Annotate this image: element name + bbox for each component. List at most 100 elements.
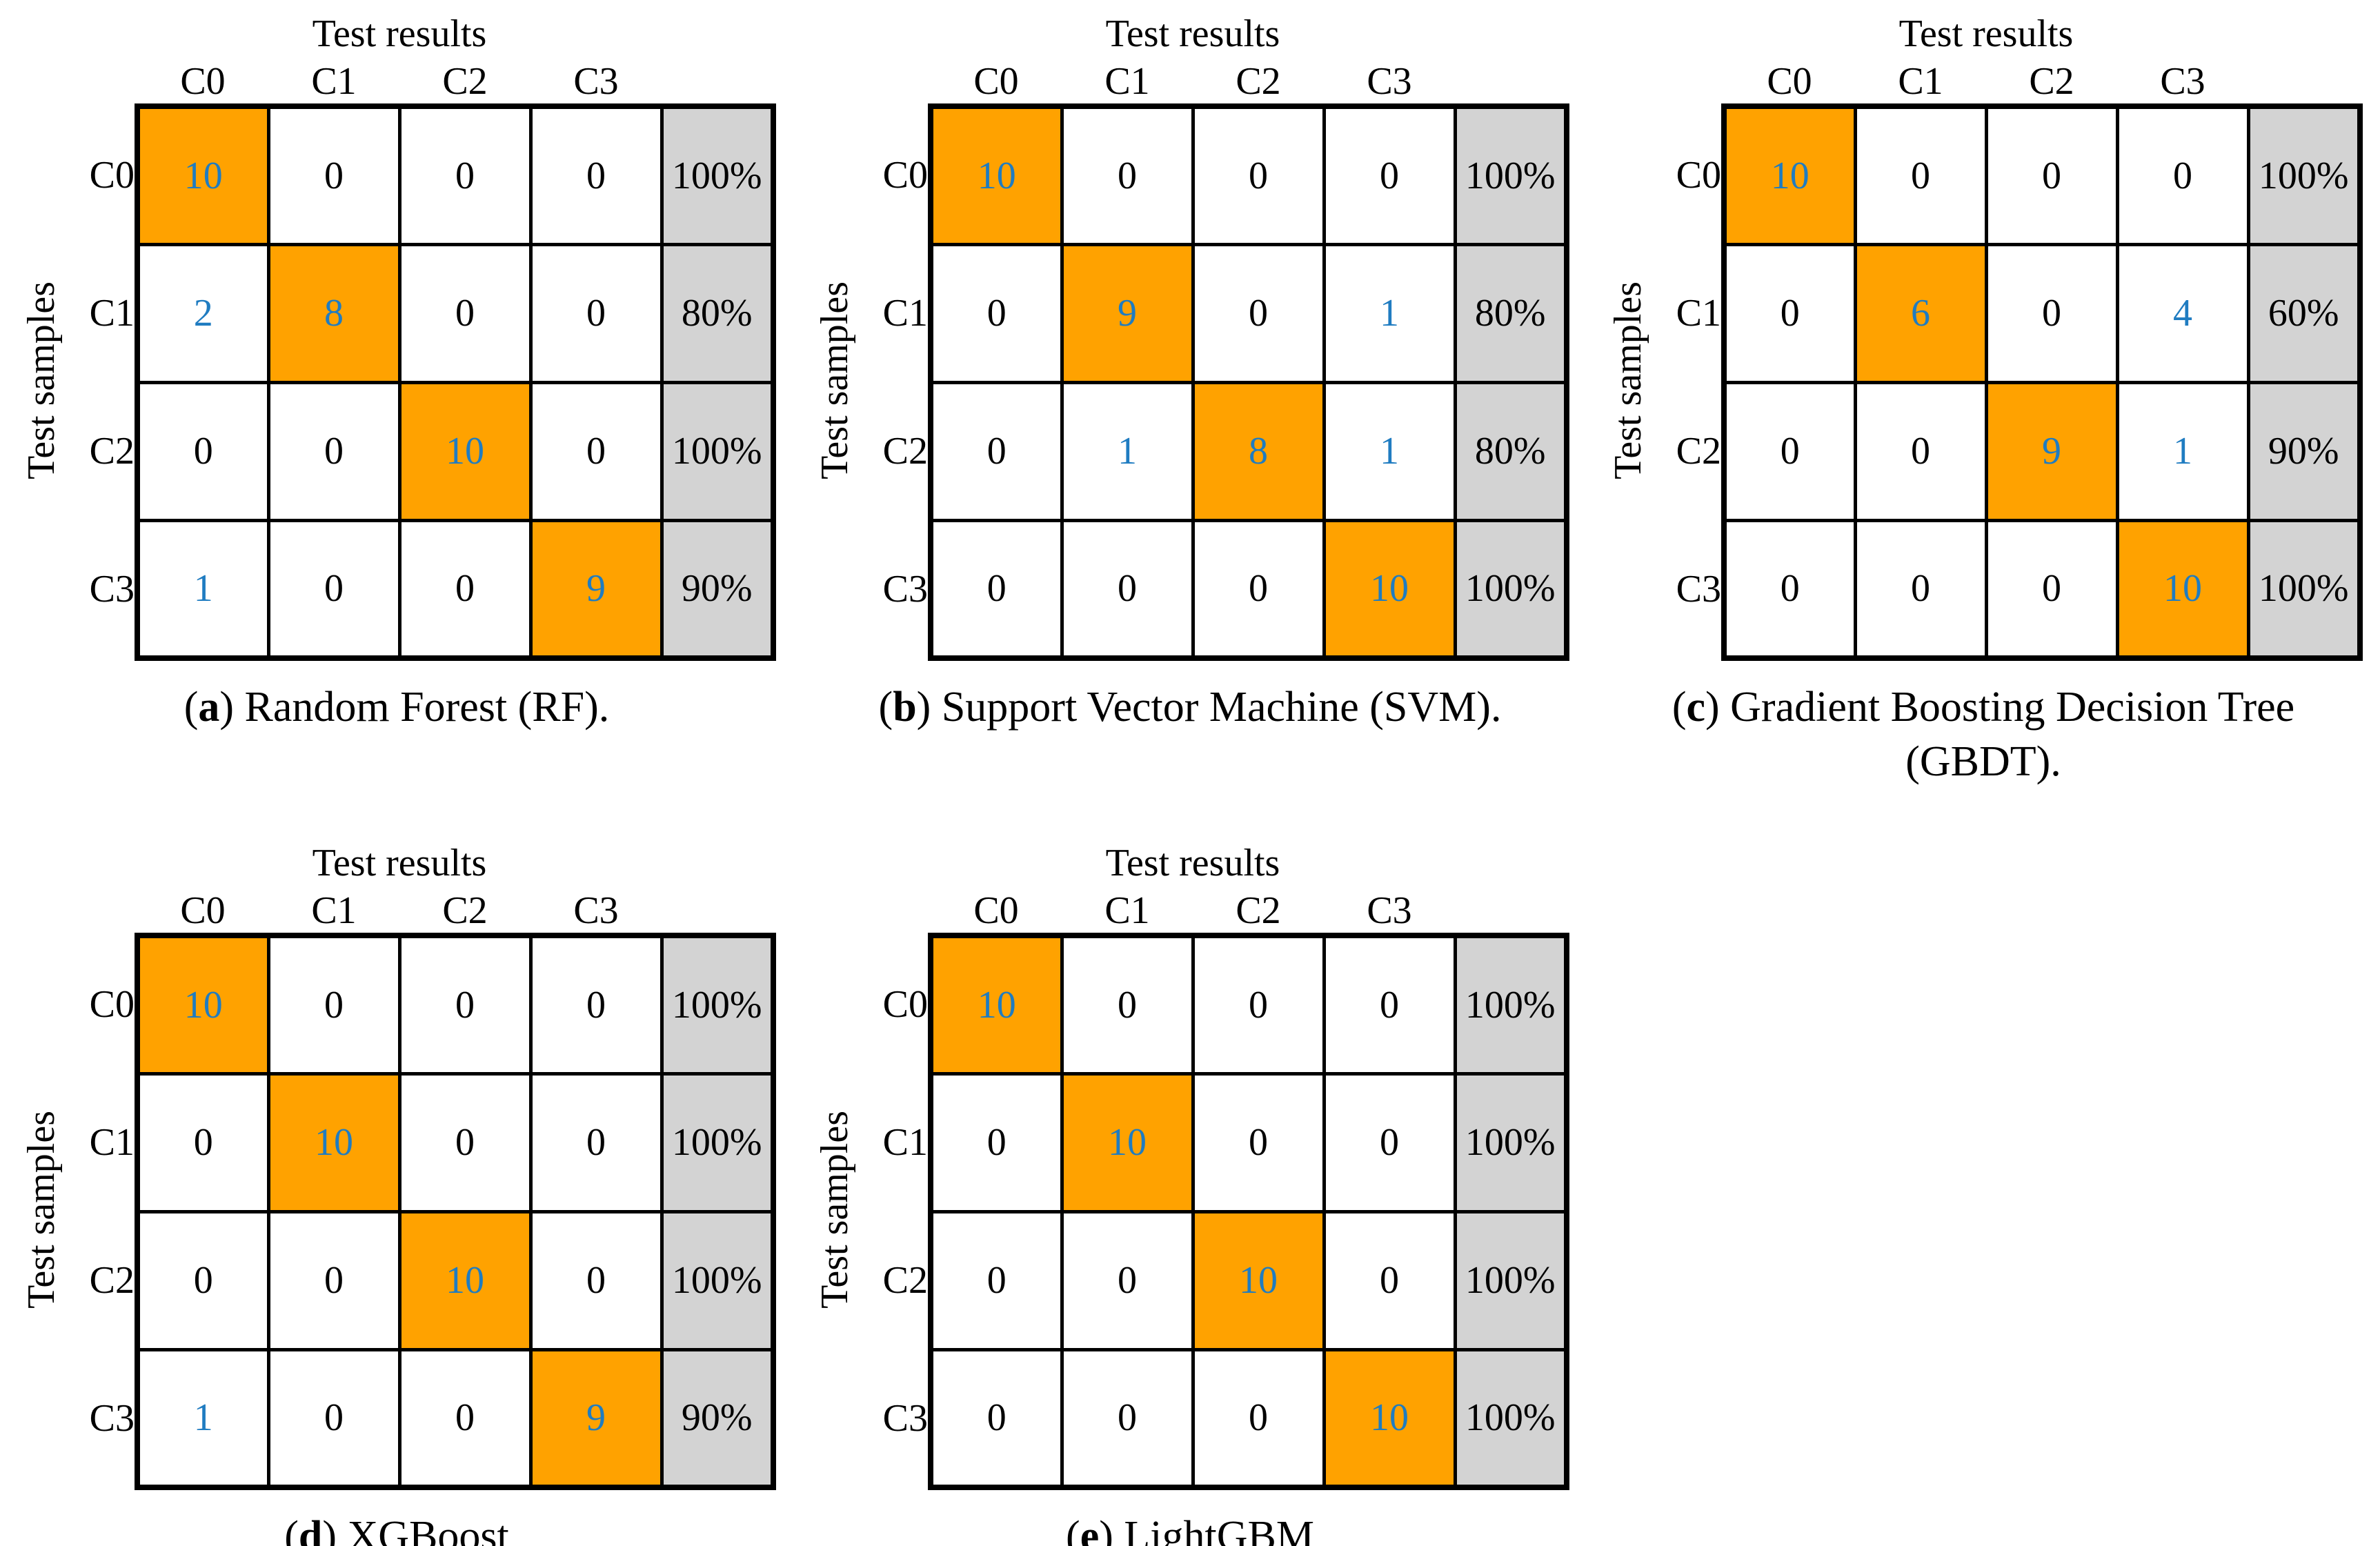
matrix-cell: 0 [928, 518, 1064, 661]
caption-letter: b [893, 684, 917, 731]
matrix-cell: 0 [928, 1071, 1064, 1213]
column-header-row: C0 C1 C2 C3 [17, 59, 773, 106]
matrix-cell: 0 [1853, 103, 1988, 246]
matrix-row: C2 0 0 10 0 100% [17, 1209, 776, 1351]
matrix-row: Test samples C0 10 0 0 0 100% [811, 103, 1569, 479]
caption-rest: ) Random Forest (RF). [219, 684, 610, 731]
matrix-cell: 1 [1322, 380, 1457, 522]
x-axis-title: Test results [1898, 12, 2074, 55]
matrix-cell: 0 [135, 380, 270, 522]
column-header: C3 [573, 889, 619, 932]
column-header: C1 [1898, 60, 1943, 103]
caption-letter: c [1686, 684, 1706, 731]
matrix-row: C3 1 0 0 9 90% [17, 1347, 776, 1490]
matrix-cell: 0 [266, 103, 401, 246]
row-accuracy-cell: 100% [660, 103, 776, 246]
matrix-cell: 0 [1191, 933, 1326, 1076]
row-accuracy-cell: 100% [1453, 1071, 1569, 1213]
row-accuracy-cell: 80% [1453, 380, 1569, 522]
x-axis-title-row: Test results [17, 8, 773, 59]
matrix-row: C3 1 0 0 9 90% [17, 518, 776, 661]
matrix-cell: 0 [397, 933, 533, 1076]
x-axis-title: Test results [312, 842, 487, 884]
column-header: C1 [1104, 60, 1150, 103]
matrix-row: C1 0 10 0 0 100% [17, 1071, 776, 1213]
matrix-cell: 0 [528, 1209, 664, 1351]
column-header: C2 [2029, 60, 2074, 103]
matrix-cell: 8 [266, 242, 401, 384]
matrix-cell: 0 [397, 242, 533, 384]
matrix-cell: 0 [1060, 1347, 1195, 1490]
matrix-cell: 0 [528, 103, 664, 246]
caption-prefix: ( [184, 684, 199, 731]
matrix-cell: 10 [928, 933, 1064, 1076]
row-label: C2 [882, 430, 928, 473]
column-header: C2 [1236, 60, 1281, 103]
row-label: C1 [89, 292, 135, 335]
row-label: C0 [89, 983, 135, 1026]
matrix-cell: 0 [1853, 380, 1988, 522]
matrix-cell: 0 [397, 518, 533, 661]
y-axis-title: Test samples [20, 1111, 63, 1309]
matrix-cell: 0 [1322, 933, 1457, 1076]
matrix-row: C1 2 8 0 0 80% [17, 242, 776, 384]
y-axis-title: Test samples [813, 1111, 856, 1309]
matrix-row: Test samples C0 10 0 0 0 100% [17, 933, 776, 1309]
matrix-cell: 0 [1984, 242, 2119, 384]
confusion-matrix-panel-a: Test results C0 C1 C2 C3 Test samples C0 [0, 0, 793, 807]
column-header: C3 [2160, 60, 2205, 103]
matrix-cell: 9 [1984, 380, 2119, 522]
row-accuracy-cell: 100% [1453, 1209, 1569, 1351]
matrix-cell: 10 [135, 103, 270, 246]
x-axis-title-row: Test results [811, 8, 1567, 59]
matrix-cell: 10 [266, 1071, 401, 1213]
x-axis-title-row: Test results [17, 838, 773, 889]
confusion-matrix-panel-d: Test results C0 C1 C2 C3 Test samples C0 [0, 807, 793, 1546]
column-header-row: C0 C1 C2 C3 [17, 889, 773, 935]
matrix-cell: 10 [2115, 518, 2250, 661]
row-accuracy-cell: 90% [660, 518, 776, 661]
row-accuracy-cell: 100% [1453, 933, 1569, 1076]
row-accuracy-cell: 100% [2246, 518, 2363, 661]
matrix-row: C3 0 0 0 10 100% [811, 518, 1569, 661]
row-accuracy-cell: 60% [2246, 242, 2363, 384]
column-header: C1 [1104, 889, 1150, 932]
confusion-matrix-table: Test results C0 C1 C2 C3 Test samples C0 [811, 838, 1569, 1490]
matrix-cell: 0 [1322, 103, 1457, 246]
caption-prefix: ( [284, 1513, 299, 1546]
matrix-cell: 0 [135, 1209, 270, 1351]
matrix-cell: 0 [397, 1347, 533, 1490]
row-accuracy-cell: 100% [1453, 518, 1569, 661]
panel-caption: (a) Random Forest (RF). [184, 680, 610, 735]
matrix-row: C1 0 6 0 4 60% [1604, 242, 2363, 384]
row-label: C1 [1676, 292, 1721, 335]
matrix-cell: 10 [1322, 1347, 1457, 1490]
caption-prefix: ( [1672, 684, 1687, 731]
matrix-cell: 0 [1191, 1071, 1326, 1213]
matrix-row: Test samples C0 10 0 0 0 100% [811, 933, 1569, 1309]
row-accuracy-cell: 100% [660, 1071, 776, 1213]
column-header: C3 [1367, 60, 1412, 103]
matrix-cell: 0 [135, 1071, 270, 1213]
matrix-cell: 0 [928, 242, 1064, 384]
column-header-row: C0 C1 C2 C3 [811, 59, 1567, 106]
row-label: C3 [89, 1397, 135, 1440]
matrix-cell: 0 [1853, 518, 1988, 661]
matrix-cell: 0 [528, 1071, 664, 1213]
matrix-cell: 1 [1060, 380, 1195, 522]
panel-caption: (b) Support Vector Machine (SVM). [879, 680, 1502, 735]
caption-prefix: ( [1066, 1513, 1080, 1546]
column-header: C2 [1236, 889, 1281, 932]
matrix-cell: 0 [266, 518, 401, 661]
row-accuracy-cell: 100% [660, 1209, 776, 1351]
row-label: C3 [1676, 568, 1721, 611]
matrix-row: C3 0 0 0 10 100% [1604, 518, 2363, 661]
matrix-cell: 10 [1721, 103, 1857, 246]
x-axis-title: Test results [1105, 12, 1280, 55]
matrix-cell: 9 [528, 1347, 664, 1490]
row-label: C3 [882, 568, 928, 611]
matrix-cell: 0 [2115, 103, 2250, 246]
row-label: C1 [882, 1121, 928, 1164]
matrix-cell: 1 [1322, 242, 1457, 384]
